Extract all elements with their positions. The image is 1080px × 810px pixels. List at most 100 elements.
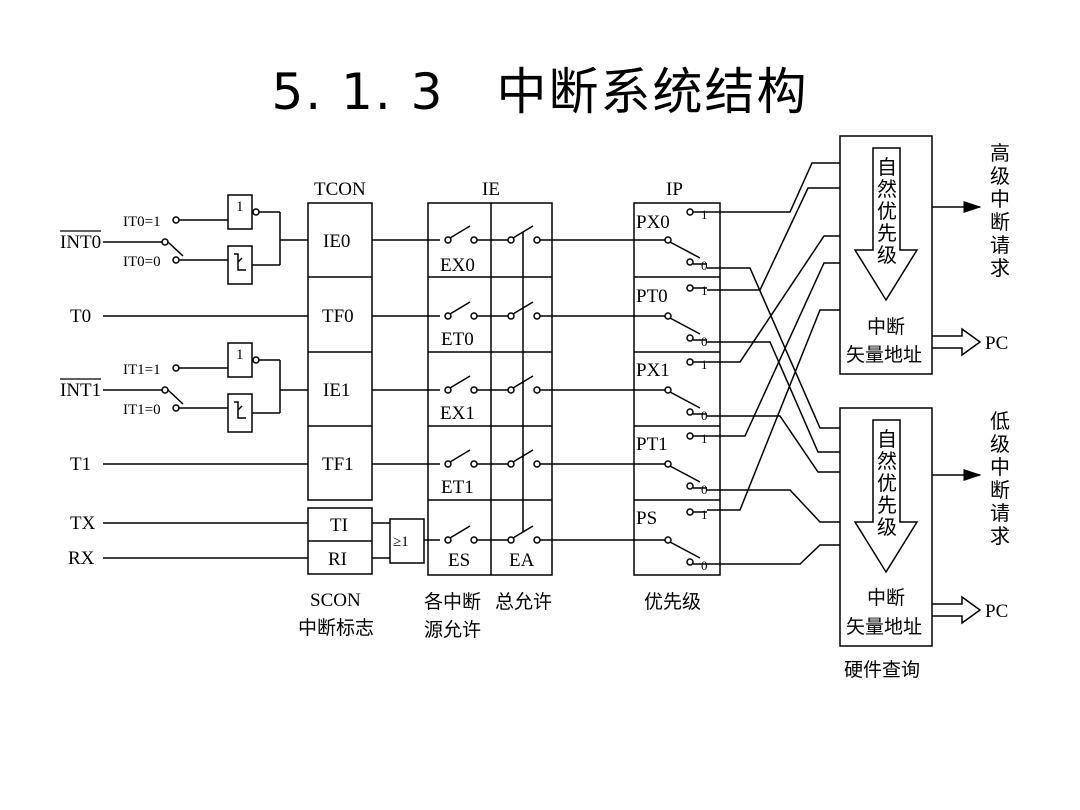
or-gate-label: ≥1 [393, 534, 409, 550]
priority-contact-high [686, 432, 694, 440]
low-request-text: 中 [990, 455, 1010, 479]
tcon-title: TCON [314, 179, 366, 200]
ip-caption: 优先级 [644, 591, 701, 613]
priority-contact [664, 460, 672, 468]
natural-priority-text: 自 [877, 155, 897, 179]
switch-contact [444, 536, 452, 544]
t0-label: T0 [70, 306, 91, 327]
switch-contact [470, 536, 478, 544]
natural-priority-text: 然 [877, 449, 897, 473]
priority-high-label: 1 [701, 357, 708, 372]
priority-blade [669, 541, 701, 559]
high-request-text: 请 [990, 233, 1010, 257]
natural-priority-text: 先 [877, 493, 897, 517]
t1-label: T1 [70, 454, 91, 475]
pc-label: PC [985, 601, 1008, 622]
natural-priority-text: 然 [877, 177, 897, 201]
priority-low-label: 0 [701, 408, 708, 423]
pc-label: PC [985, 333, 1008, 354]
priority-high-label: 1 [701, 207, 708, 222]
ip-bit-label: PX1 [636, 360, 670, 381]
low-request-text: 低 [990, 409, 1010, 433]
ie-switch-label: ET0 [441, 329, 474, 350]
ea-contact [507, 312, 515, 320]
priority-contact-high [686, 508, 694, 516]
priority-contact-high [686, 208, 694, 216]
high-request-text: 断 [990, 210, 1010, 234]
ea-contact [533, 236, 541, 244]
priority-low-label: 0 [701, 258, 708, 273]
switch-contact [470, 236, 478, 244]
tx-label: TX [70, 513, 96, 534]
natural-priority-text: 级 [877, 515, 897, 539]
tcon-cell: TF0 [322, 306, 354, 327]
ie-caption: 各中断 [424, 591, 481, 613]
natural-priority-text: 级 [877, 243, 897, 267]
priority-contact-low [686, 558, 694, 566]
switch-blade [449, 449, 471, 463]
ie-switch-label: EX0 [440, 255, 475, 276]
vector-label: 矢量地址 [846, 616, 922, 638]
priority-contact-low [686, 258, 694, 266]
ea-contact [533, 536, 541, 544]
priority-blade [669, 391, 701, 409]
tcon-cell: TF1 [322, 454, 354, 475]
priority-contact-low [686, 482, 694, 490]
high-request-text: 求 [990, 256, 1010, 280]
tcon-cell: IE1 [323, 380, 350, 401]
ie-switch-label: ET1 [441, 477, 474, 498]
switch-contact [444, 386, 452, 394]
ea-blade [512, 525, 534, 539]
ea-contact [507, 236, 515, 244]
int0-label: INT0 [60, 232, 101, 253]
switch-blade [449, 301, 471, 315]
switch-contact [470, 460, 478, 468]
switch-contact [444, 236, 452, 244]
priority-contact-low [686, 334, 694, 342]
ie-caption: 源允许 [424, 619, 481, 641]
page-title: 5. 1. 3 中断系统结构 [271, 63, 809, 121]
rx-label: RX [68, 548, 95, 569]
priority-high-label: 1 [701, 283, 708, 298]
vector-label: 中断 [867, 316, 905, 338]
priority-low-label: 0 [701, 558, 708, 573]
switch-blade [449, 375, 471, 389]
ea-contact [507, 460, 515, 468]
vector-label: 中断 [867, 587, 905, 609]
priority-contact [664, 236, 672, 244]
it1-0-label: IT1=0 [123, 402, 161, 418]
int1-label: INT1 [60, 380, 101, 401]
priority-contact-high [686, 284, 694, 292]
it0-0-label: IT0=0 [123, 254, 161, 270]
priority-blade [669, 241, 701, 259]
low-request-text: 级 [990, 432, 1010, 456]
not-gate-label: 1 [236, 199, 244, 215]
it1-1-label: IT1=1 [123, 362, 161, 378]
priority-low-label: 0 [701, 482, 708, 497]
natural-priority-text: 优 [877, 471, 897, 495]
ie-switch-label: ES [448, 550, 470, 571]
ea-contact [507, 536, 515, 544]
it0-1-label: IT0=1 [123, 214, 161, 230]
priority-contact [664, 386, 672, 394]
scon-cell: TI [330, 515, 348, 536]
ip-bit-label: PT1 [636, 434, 668, 455]
ip-bit-label: PS [636, 508, 657, 529]
scon-cell: RI [328, 549, 347, 570]
ea-label: EA [509, 550, 535, 571]
ie-caption: 总允许 [495, 591, 552, 613]
switch-contact [444, 312, 452, 320]
ea-contact [533, 460, 541, 468]
priority-contact [664, 312, 672, 320]
switch-contact [444, 460, 452, 468]
high-request-text: 级 [990, 164, 1010, 188]
high-request-text: 高 [990, 141, 1010, 165]
natural-priority-text: 先 [877, 221, 897, 245]
priority-high-label: 1 [701, 507, 708, 522]
switch-blade [449, 225, 471, 239]
switch-contact [470, 312, 478, 320]
vector-label: 矢量地址 [846, 344, 922, 366]
priority-blade [669, 317, 701, 335]
low-request-text: 断 [990, 478, 1010, 502]
switch-blade [449, 525, 471, 539]
